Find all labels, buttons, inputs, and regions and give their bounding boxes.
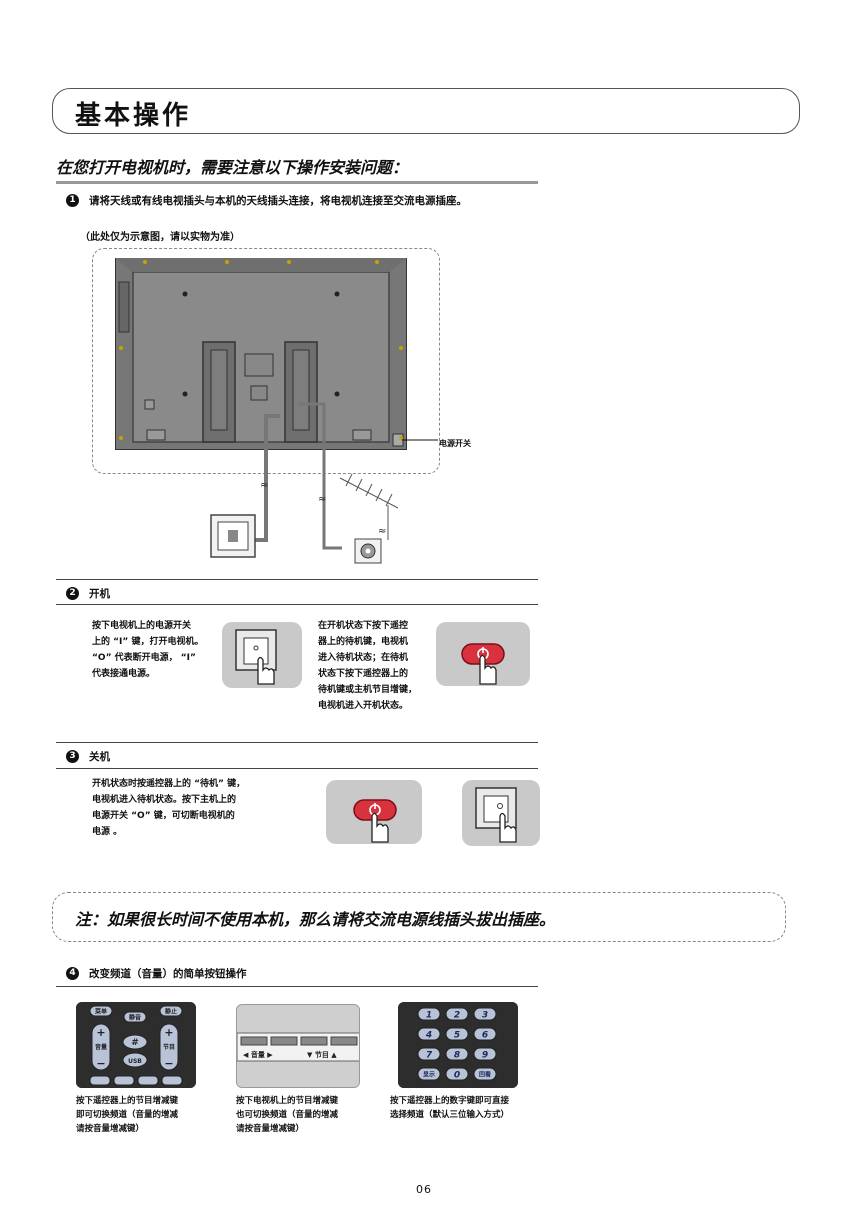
- divider: [56, 604, 538, 605]
- text-line: 按下遥控器上的节目增减键: [76, 1096, 179, 1106]
- step1-text: 请将天线或有线电视插头与本机的天线插头连接，将电视机连接至交流电源插座。: [89, 195, 467, 207]
- text-line: 按下遥控器上的数字键即可直接: [390, 1096, 510, 1106]
- text-line: 请按音量增减键）: [76, 1124, 145, 1134]
- step4-heading: 4 改变频道（音量）的简单按钮操作: [66, 966, 247, 981]
- tv-back-diagram: [115, 258, 407, 450]
- step3-heading: 3 关机: [66, 749, 110, 764]
- section-subtitle: 在您打开电视机时，需要注意以下操作安装问题：: [56, 158, 409, 177]
- remote-freeze-key: 静止: [165, 1008, 177, 1016]
- text-line: 也可切换频道（音量的增减: [236, 1110, 339, 1120]
- caption-number-keys: 按下遥控器上的数字键即可直接 选择频道（默认三位输入方式）: [390, 1094, 509, 1122]
- text-line: 电源 。: [92, 827, 123, 837]
- power-switch-image: [462, 780, 540, 846]
- divider: [56, 742, 538, 743]
- step4-title: 改变频道（音量）的简单按钮操作: [89, 968, 247, 980]
- step2-right-text: 在开机状态下按下遥控 器上的待机键，电视机 进入待机状态；在待机 状态下按下遥控…: [318, 618, 417, 714]
- key-1: 1: [426, 1011, 432, 1021]
- step3-title: 关机: [89, 751, 110, 763]
- text-line: 按下电视机上的电源开关: [92, 621, 192, 631]
- remote-channel-keys-image: 菜单 静音 静止 音量 节目 # USB + − + −: [76, 1002, 196, 1088]
- remote-standby-image: [326, 780, 422, 844]
- power-switch-image: [222, 622, 302, 688]
- svg-text:≈: ≈: [378, 526, 386, 537]
- divider: [56, 986, 538, 987]
- text-line: 代表接通电源。: [92, 669, 156, 679]
- svg-text:+: +: [164, 1026, 173, 1039]
- divider: [56, 579, 538, 580]
- step2-left-text: 按下电视机上的电源开关 上的 “I” 键，打开电视机。 “O” 代表断开电源， …: [92, 618, 203, 682]
- panel-vol-label: ◀ 音量 ▶: [243, 1050, 273, 1059]
- cable-lines: ≈ ≈ ≈: [248, 402, 438, 550]
- key-4: 4: [425, 1031, 432, 1041]
- text-line: 器上的待机键，电视机: [318, 637, 409, 647]
- text-line: 电视机进入开机状态。: [318, 701, 409, 711]
- caption-remote-channel: 按下遥控器上的节目增减键 即可切换频道（音量的增减 请按音量增减键）: [76, 1094, 178, 1136]
- remote-mute-key: 静音: [129, 1014, 141, 1022]
- text-line: “O” 代表断开电源， “I”: [92, 653, 196, 663]
- divider: [56, 768, 538, 769]
- note-text: 注：如果很长时间不使用本机，那么请将交流电源线插头拔出插座。: [75, 910, 556, 929]
- text-line: 电视机进入待机状态。按下主机上的: [92, 795, 237, 805]
- page-number: 06: [416, 1183, 432, 1196]
- text-line: 选择频道（默认三位输入方式）: [390, 1110, 510, 1120]
- step1-note: （此处仅为示意图，请以实物为准）: [80, 232, 240, 243]
- key-9: 9: [482, 1051, 488, 1061]
- title-box: 基本操作: [52, 88, 800, 134]
- text-line: 开机状态时按遥控器上的 “待机” 键，: [92, 779, 246, 789]
- key-5: 5: [454, 1031, 460, 1041]
- note-box: 注：如果很长时间不使用本机，那么请将交流电源线插头拔出插座。: [52, 892, 786, 942]
- remote-menu-key: 菜单: [94, 1008, 107, 1016]
- power-switch-label: 电源开关: [439, 439, 471, 448]
- remote-vol-label: 音量: [95, 1043, 107, 1051]
- step3-number: 3: [66, 750, 79, 763]
- panel-ch-label: ▼ 节目 ▲: [307, 1050, 337, 1059]
- remote-standby-image: [436, 622, 530, 686]
- key-7: 7: [426, 1051, 433, 1061]
- divider: [56, 181, 538, 184]
- wall-socket-icon: [210, 514, 256, 558]
- remote-ch-label: 节目: [163, 1043, 175, 1051]
- key-recall: 回看: [479, 1071, 491, 1079]
- svg-text:≈: ≈: [318, 494, 326, 505]
- text-line: 上的 “I” 键，打开电视机。: [92, 637, 204, 647]
- step2-title: 开机: [89, 588, 110, 600]
- key-6: 6: [482, 1031, 488, 1041]
- caption-panel-channel: 按下电视机上的节目增减键 也可切换频道（音量的增减 请按音量增减键）: [236, 1094, 338, 1136]
- key-display: 显示: [423, 1071, 435, 1079]
- step2-heading: 2 开机: [66, 586, 110, 601]
- text-line: 按下电视机上的节目增减键: [236, 1096, 339, 1106]
- remote-usb-key: USB: [128, 1058, 142, 1065]
- svg-text:≈: ≈: [260, 480, 268, 491]
- step3-text: 开机状态时按遥控器上的 “待机” 键， 电视机进入待机状态。按下主机上的 电源开…: [92, 776, 245, 840]
- page-title: 基本操作: [75, 101, 192, 131]
- svg-text:−: −: [164, 1057, 173, 1070]
- tv-panel-keys-image: ◀ 音量 ▶ ▼ 节目 ▲: [236, 1004, 360, 1088]
- key-3: 3: [482, 1011, 488, 1021]
- remote-number-keys-image: 1 2 3 4 5 6 7 8 9 0 显示 回看: [398, 1002, 518, 1088]
- remote-hash-key: #: [131, 1038, 139, 1048]
- text-line: 即可切换频道（音量的增减: [76, 1110, 179, 1120]
- text-line: 在开机状态下按下遥控: [318, 621, 409, 631]
- svg-text:−: −: [96, 1057, 105, 1070]
- text-line: 待机键或主机节目增键，: [318, 685, 418, 695]
- svg-text:+: +: [96, 1026, 105, 1039]
- text-line: 进入待机状态；在待机: [318, 653, 409, 663]
- key-2: 2: [454, 1011, 460, 1021]
- key-0: 0: [454, 1071, 460, 1081]
- text-line: 状态下按下遥控器上的: [318, 669, 409, 679]
- step1-heading: 1 请将天线或有线电视插头与本机的天线插头连接，将电视机连接至交流电源插座。: [66, 193, 467, 208]
- step1-number: 1: [66, 194, 79, 207]
- key-8: 8: [454, 1051, 460, 1061]
- step2-number: 2: [66, 587, 79, 600]
- text-line: 请按音量增减键）: [236, 1124, 305, 1134]
- text-line: 电源开关 “O” 键，可切断电视机的: [92, 811, 235, 821]
- antenna-socket-icon: [354, 538, 382, 564]
- step4-number: 4: [66, 967, 79, 980]
